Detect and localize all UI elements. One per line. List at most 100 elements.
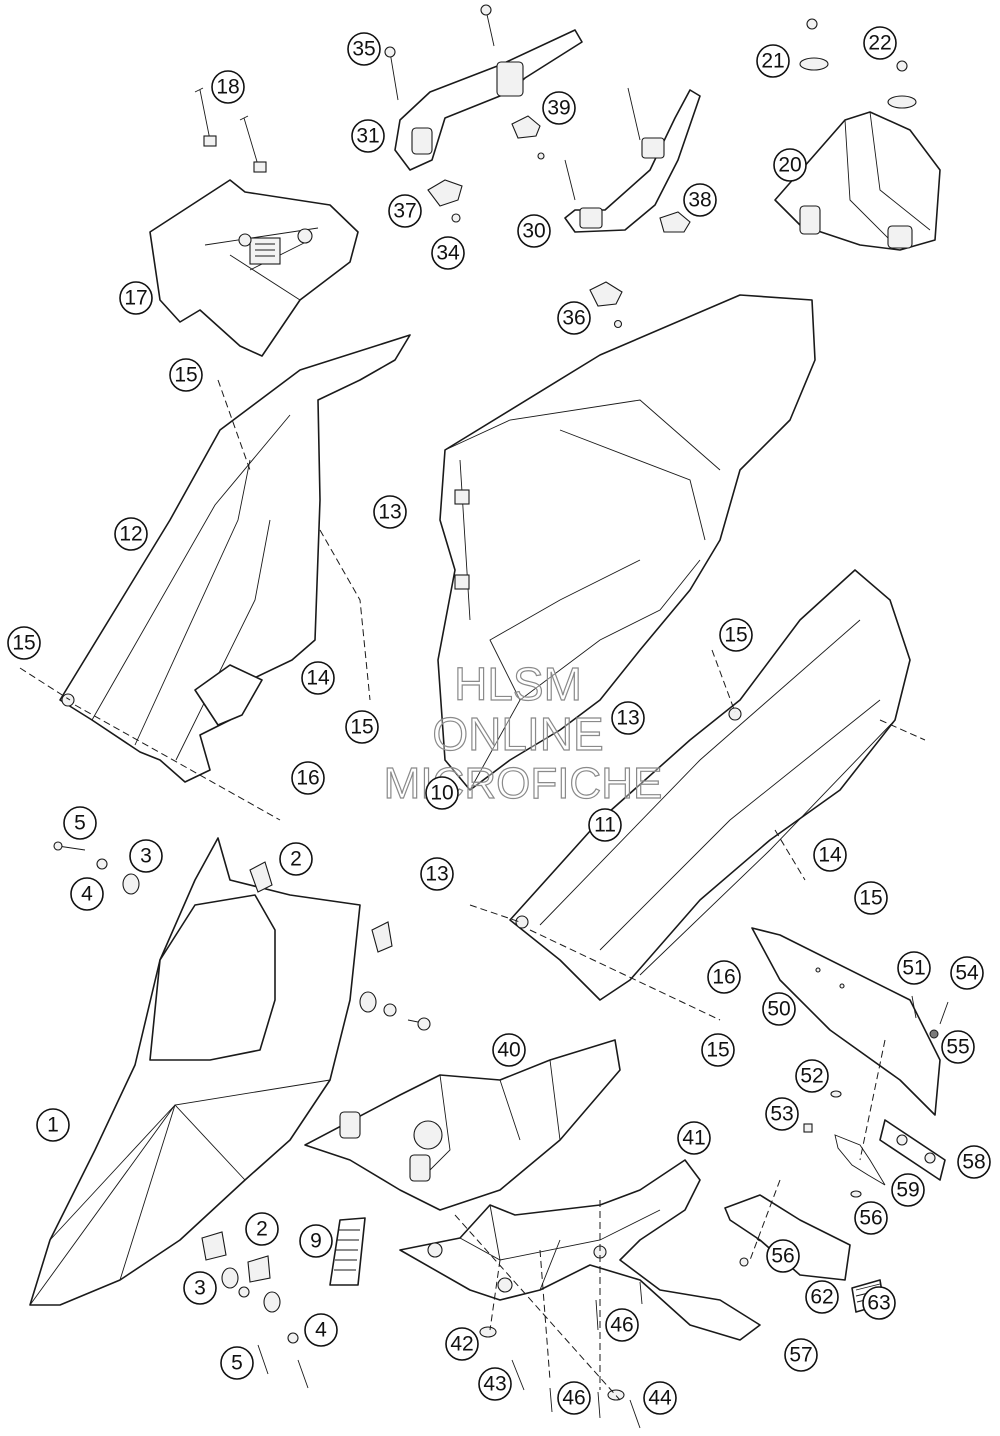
watermark-line-1: HLSM <box>454 658 582 710</box>
callout-label: 43 <box>483 1373 506 1396</box>
callout-43: 43 <box>478 1367 512 1401</box>
callout-17: 17 <box>119 281 153 315</box>
callout-21: 21 <box>756 44 790 78</box>
callout-label: 42 <box>450 1333 473 1356</box>
callout-4: 4 <box>304 1313 338 1347</box>
part-30-grab-handle <box>564 87 701 233</box>
callout-label: 2 <box>256 1218 268 1241</box>
part-34-screw <box>451 213 461 223</box>
callout-label: 34 <box>436 242 460 265</box>
callout-37: 37 <box>388 194 422 228</box>
part-20-cover <box>774 111 941 251</box>
callout-label: 16 <box>296 767 319 790</box>
callout-label: 3 <box>194 1277 206 1300</box>
callout-label: 15 <box>859 887 882 910</box>
callout-label: 13 <box>425 863 448 886</box>
callout-label: 16 <box>712 966 735 989</box>
callout-label: 46 <box>562 1387 585 1410</box>
callout-56: 56 <box>854 1201 888 1235</box>
callout-35: 35 <box>347 32 381 66</box>
callout-label: 22 <box>868 32 891 55</box>
part-50-plate-holder <box>751 927 941 1116</box>
callout-label: 3 <box>140 845 152 868</box>
callout-46: 46 <box>605 1308 639 1342</box>
callout-5: 5 <box>220 1346 254 1380</box>
callout-38: 38 <box>683 183 717 217</box>
callout-16: 16 <box>707 960 741 994</box>
callout-31: 31 <box>351 119 385 153</box>
callout-label: 52 <box>800 1065 823 1088</box>
callout-30: 30 <box>517 214 551 248</box>
watermark-line-3: MICROFICHE <box>384 759 663 808</box>
callout-15: 15 <box>7 626 41 660</box>
part-38-nut <box>659 211 691 233</box>
callout-label: 50 <box>767 998 790 1021</box>
callout-13: 13 <box>611 701 645 735</box>
callout-label: 56 <box>859 1207 882 1230</box>
callout-53: 53 <box>765 1097 799 1131</box>
callout-62: 62 <box>805 1280 839 1314</box>
part-11-side-panel-right <box>509 569 911 1001</box>
part-46-screw <box>549 1281 643 1419</box>
part-9-grille <box>329 1217 366 1286</box>
callout-label: 57 <box>789 1344 812 1367</box>
callout-15: 15 <box>854 881 888 915</box>
part-37-nut <box>427 179 463 207</box>
part-53-nut <box>803 1123 813 1133</box>
callout-42: 42 <box>445 1327 479 1361</box>
callout-label: 5 <box>74 812 86 835</box>
part-44-screw <box>607 1389 641 1429</box>
callout-label: 46 <box>610 1314 633 1337</box>
callout-56: 56 <box>766 1239 800 1273</box>
callout-11: 11 <box>588 808 622 842</box>
callout-label: 4 <box>315 1319 327 1342</box>
callout-label: 14 <box>818 844 842 867</box>
callout-50: 50 <box>762 992 796 1026</box>
callout-label: 18 <box>216 76 239 99</box>
part-17-inner-fender <box>149 179 359 357</box>
callout-label: 58 <box>962 1151 985 1174</box>
callout-52: 52 <box>795 1059 829 1093</box>
callout-10: 10 <box>425 776 459 810</box>
callout-15: 15 <box>169 358 203 392</box>
part-35-screws <box>384 4 495 101</box>
part-3-grommet <box>122 873 377 1313</box>
callout-label: 9 <box>310 1230 322 1253</box>
part-40-tray <box>304 1039 621 1211</box>
callout-55: 55 <box>941 1030 975 1064</box>
callout-36: 36 <box>557 301 591 335</box>
callout-label: 17 <box>124 287 147 310</box>
callout-label: 44 <box>648 1387 672 1410</box>
callout-label: 59 <box>896 1179 919 1202</box>
part-4-spacer <box>96 858 397 1344</box>
callout-label: 20 <box>778 154 801 177</box>
callout-39: 39 <box>542 91 576 125</box>
callout-label: 21 <box>761 50 784 73</box>
part-22-grommet <box>887 60 917 109</box>
assembly-lines <box>19 379 926 1401</box>
callout-2: 2 <box>279 842 313 876</box>
callout-label: 56 <box>771 1245 794 1268</box>
callout-2: 2 <box>245 1212 279 1246</box>
callout-34: 34 <box>431 236 465 270</box>
part-43-screw <box>511 1359 525 1391</box>
callout-label: 2 <box>290 848 302 871</box>
callout-label: 15 <box>174 364 197 387</box>
callout-41: 41 <box>677 1121 711 1155</box>
part-55-washer <box>929 1029 939 1039</box>
watermark-line-2: ONLINE <box>432 708 603 760</box>
callout-label: 35 <box>352 38 375 61</box>
part-5-screw <box>53 841 431 1389</box>
callout-59: 59 <box>891 1173 925 1207</box>
callout-label: 51 <box>902 957 925 980</box>
part-58-reflector <box>879 1119 946 1181</box>
part-2-clip <box>201 861 393 1283</box>
callout-label: 5 <box>231 1352 243 1375</box>
callout-63: 63 <box>862 1286 896 1320</box>
callout-5: 5 <box>63 806 97 840</box>
part-41-bracket <box>399 1159 761 1341</box>
callout-12: 12 <box>114 517 148 551</box>
callout-label: 15 <box>724 624 747 647</box>
callout-44: 44 <box>643 1381 677 1415</box>
